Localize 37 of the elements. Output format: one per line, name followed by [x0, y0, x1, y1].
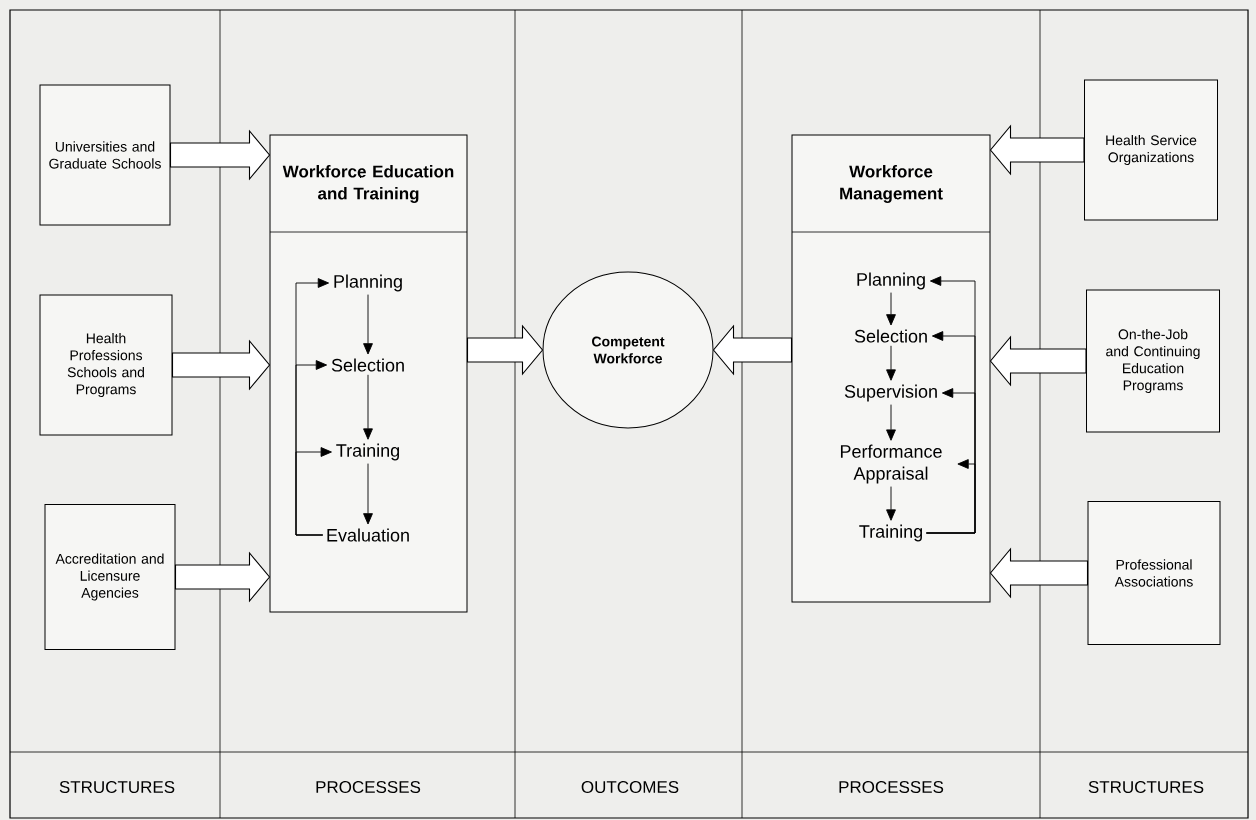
column-label: PROCESSES: [316, 781, 421, 794]
step-label: Planning: [857, 272, 925, 290]
step-label: Selection: [331, 358, 404, 372]
block-arrow: [466, 324, 544, 376]
step-label: Training: [859, 524, 922, 542]
source-box: On-the-Job and Continuing Education Programs: [1086, 289, 1220, 433]
step-label: Performance Appraisal: [840, 444, 942, 484]
arrow: [886, 404, 896, 441]
source-box: Universities and Graduate Schools: [39, 84, 171, 226]
block-arrow: [989, 335, 1087, 387]
source-box: Health Professions Schools and Programs: [39, 294, 173, 436]
arrow: [886, 292, 896, 326]
source-box: Health Service Organizations: [1084, 79, 1218, 221]
step-label: Supervision: [844, 384, 937, 402]
block-arrow: [989, 124, 1085, 176]
column-label: PROCESSES: [839, 781, 944, 794]
arrow: [363, 463, 373, 525]
arrow: [363, 374, 373, 440]
block-arrow: [171, 339, 271, 391]
block-arrow: [989, 547, 1089, 599]
arrow: [925, 459, 976, 534]
arrow: [886, 345, 896, 381]
step-label: Planning: [334, 274, 402, 292]
step-label: Selection: [854, 329, 927, 343]
column-label: STRUCTURES: [59, 781, 175, 794]
column-label: STRUCTURES: [1088, 781, 1204, 794]
arrow: [363, 294, 373, 355]
source-box: Professional Associations: [1087, 501, 1221, 645]
block-arrow: [712, 324, 793, 376]
step-label: Training: [336, 443, 399, 461]
arrow: [886, 486, 896, 521]
block-arrow: [174, 551, 271, 603]
step-label: Evaluation: [327, 528, 409, 542]
source-box: Accreditation and Licensure Agencies: [44, 504, 176, 650]
column-label: OUTCOMES: [581, 781, 679, 794]
arrow: [295, 447, 332, 536]
block-arrow: [169, 129, 271, 181]
